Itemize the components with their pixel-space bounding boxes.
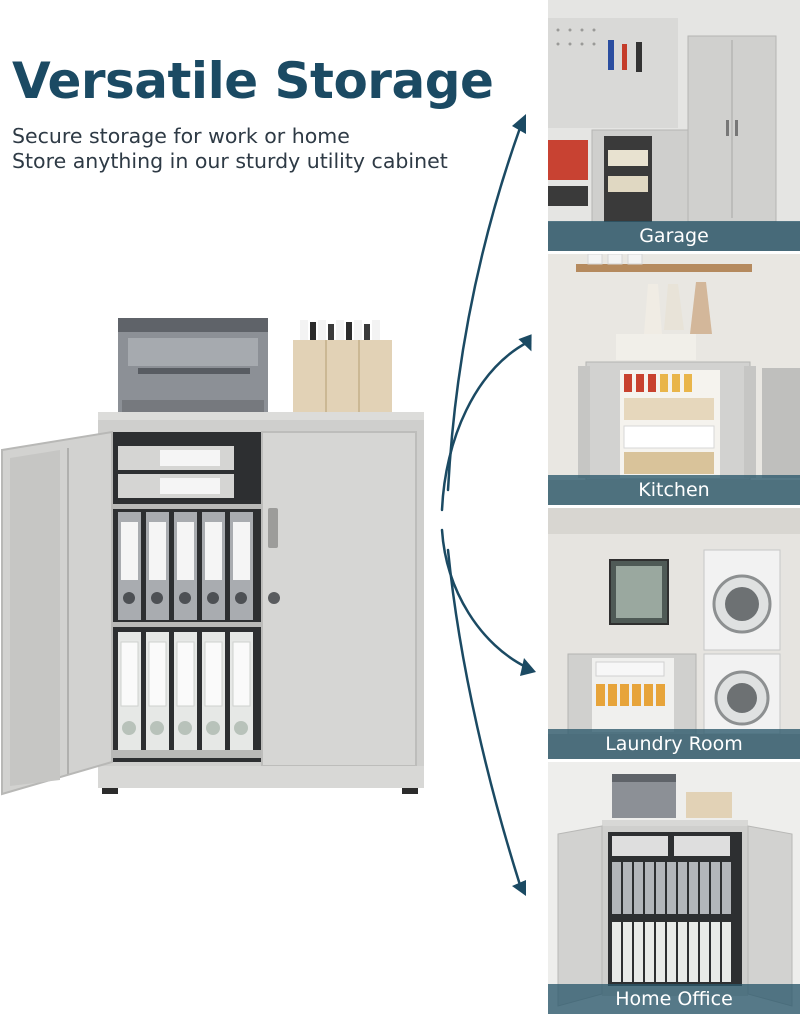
garage-scene — [548, 0, 800, 251]
scene-label-home-office: Home Office — [548, 984, 800, 1014]
binder-row-lower — [118, 632, 253, 750]
home-office-scene — [548, 762, 800, 1014]
page-title: Versatile Storage — [12, 52, 494, 110]
scene-panel-kitchen: Kitchen — [548, 254, 800, 505]
scene-label-laundry-room: Laundry Room — [548, 729, 800, 759]
kitchen-scene — [548, 254, 800, 505]
scene-label-kitchen: Kitchen — [548, 475, 800, 505]
magazine-file-box — [293, 320, 392, 418]
connector-arrows — [440, 114, 536, 896]
subtitle-line-1: Secure storage for work or home — [12, 124, 350, 148]
scene-panel-garage: Garage — [548, 0, 800, 251]
scene-label-garage: Garage — [548, 221, 800, 251]
cabinet-product-photo — [1, 318, 424, 796]
scene-panel-home-office: Home Office — [548, 762, 800, 1014]
archive-boxes — [118, 446, 234, 498]
binder-row-upper — [118, 512, 253, 620]
scene-panel-laundry-room: Laundry Room — [548, 508, 800, 759]
laundry-room-scene — [548, 508, 800, 759]
subtitle-line-2: Store anything in our sturdy utility cab… — [12, 149, 448, 173]
printer — [118, 318, 268, 418]
